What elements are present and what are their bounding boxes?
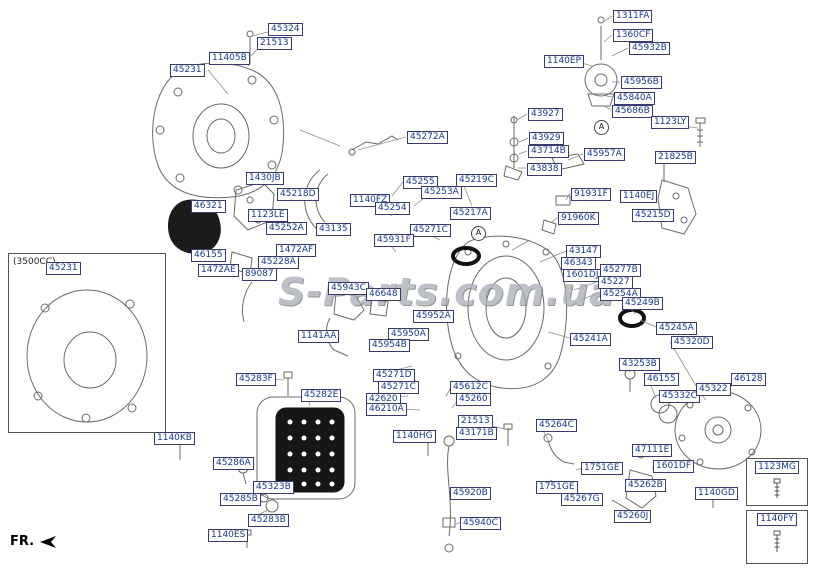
part-label-43135[interactable]: 43135 [316,223,351,236]
part-label-45952A[interactable]: 45952A [413,310,454,323]
part-label-45254[interactable]: 45254 [375,202,410,215]
part-label-45322[interactable]: 45322 [696,383,731,396]
part-label-47111E[interactable]: 47111E [632,444,673,457]
part-label-1140FY[interactable]: 1140FY [757,513,797,526]
part-label-45286A[interactable]: 45286A [213,457,254,470]
part-label-45228A[interactable]: 45228A [258,256,299,269]
part-label-46155[interactable]: 46155 [644,373,679,386]
part-label-45215D[interactable]: 45215D [632,209,674,222]
part-label-45253A[interactable]: 45253A [421,186,462,199]
part-label-1123LE[interactable]: 1123LE [248,209,288,222]
part-label-45283F[interactable]: 45283F [236,373,276,386]
part-label-45245A[interactable]: 45245A [656,322,697,335]
part-label-43929[interactable]: 43929 [529,132,564,145]
part-label-45957A[interactable]: 45957A [584,148,625,161]
part-label-45252A[interactable]: 45252A [266,222,307,235]
part-label-45324[interactable]: 45324 [268,23,303,36]
part-label-45217A[interactable]: 45217A [450,207,491,220]
part-label-46128[interactable]: 46128 [731,373,766,386]
part-label-45686B[interactable]: 45686B [612,105,653,118]
fr-direction-arrow [40,535,57,548]
part-label-45272A[interactable]: 45272A [407,131,448,144]
part-label-1140GD[interactable]: 1140GD [695,487,738,500]
part-label-43171B[interactable]: 43171B [456,427,497,440]
part-label-46210A[interactable]: 46210A [366,403,407,416]
inset-caption: (3500CC) [13,257,56,267]
fr-label: FR. [10,534,35,549]
part-label-21825B[interactable]: 21825B [655,151,696,164]
part-label-91931F[interactable]: 91931F [571,188,611,201]
bolt-icon [773,530,781,552]
part-label-1141AA[interactable]: 1141AA [298,330,340,343]
fastener-cell-1140fy: 1140FY [746,510,808,564]
part-label-45940C[interactable]: 45940C [460,517,501,530]
part-label-89087[interactable]: 89087 [242,268,277,281]
part-label-1601DF[interactable]: 1601DF [653,460,695,473]
part-label-1140ES[interactable]: 1140ES [208,529,249,542]
part-label-45332C[interactable]: 45332C [659,390,700,403]
inset-3500cc-box [8,253,166,433]
part-label-45260J[interactable]: 45260J [614,510,652,523]
bolt-icon [773,478,781,498]
part-label-1140EP[interactable]: 1140EP [544,55,585,68]
circled-marker-A: A [594,120,609,135]
part-label-45956B[interactable]: 45956B [621,76,662,89]
part-label-45320D[interactable]: 45320D [671,336,713,349]
part-label-45840A[interactable]: 45840A [614,92,655,105]
part-label-43714B[interactable]: 43714B [528,145,569,158]
part-label-43838[interactable]: 43838 [527,163,562,176]
part-label-45954B[interactable]: 45954B [369,339,410,352]
part-label-1360CF[interactable]: 1360CF [613,29,654,42]
part-label-43253B[interactable]: 43253B [619,358,660,371]
fastener-cell-1123mg: 1123MG [746,458,808,506]
part-label-1751GE[interactable]: 1751GE [581,462,623,475]
part-label-91960K[interactable]: 91960K [558,212,599,225]
part-label-46321[interactable]: 46321 [191,200,226,213]
part-label-45218D[interactable]: 45218D [277,188,319,201]
part-label-45271C[interactable]: 45271C [410,224,451,237]
part-label-1123LY[interactable]: 1123LY [651,116,690,129]
fr-marker: FR. [10,534,58,549]
part-label-45241A[interactable]: 45241A [570,333,611,346]
part-label-45249B[interactable]: 45249B [622,297,663,310]
part-label-45920B[interactable]: 45920B [450,487,491,500]
part-label-45267G[interactable]: 45267G [561,493,603,506]
circled-marker-A: A [471,226,486,241]
part-label-45260[interactable]: 45260 [456,393,491,406]
part-label-11405B[interactable]: 11405B [209,52,250,65]
part-label-45219C[interactable]: 45219C [456,174,497,187]
part-label-21513[interactable]: 21513 [257,37,292,50]
part-label-1140HG[interactable]: 1140HG [393,430,436,443]
part-label-1140KB[interactable]: 1140KB [154,432,195,445]
part-label-1472AE[interactable]: 1472AE [198,264,239,277]
part-label-45943C[interactable]: 45943C [328,282,369,295]
part-label-1430JB[interactable]: 1430JB [246,172,284,185]
part-label-46155[interactable]: 46155 [191,249,226,262]
part-label-1140EJ[interactable]: 1140EJ [620,190,658,203]
part-label-1311FA[interactable]: 1311FA [613,10,653,23]
part-label-45255[interactable]: 45255 [403,176,438,189]
part-label-45231[interactable]: 45231 [170,64,205,77]
part-label-45931F[interactable]: 45931F [374,234,414,247]
part-label-45285B[interactable]: 45285B [220,493,261,506]
part-label-45262B[interactable]: 45262B [625,479,666,492]
part-label-45231[interactable]: 45231 [46,262,81,275]
part-label-45264C[interactable]: 45264C [536,419,577,432]
part-label-43927[interactable]: 43927 [528,108,563,121]
part-label-1601DJ[interactable]: 1601DJ [563,269,602,282]
part-label-45283B[interactable]: 45283B [248,514,289,527]
part-label-45282E[interactable]: 45282E [301,389,342,402]
part-label-45932B[interactable]: 45932B [629,42,670,55]
part-label-46648[interactable]: 46648 [366,288,401,301]
part-label-1123MG[interactable]: 1123MG [755,461,799,474]
